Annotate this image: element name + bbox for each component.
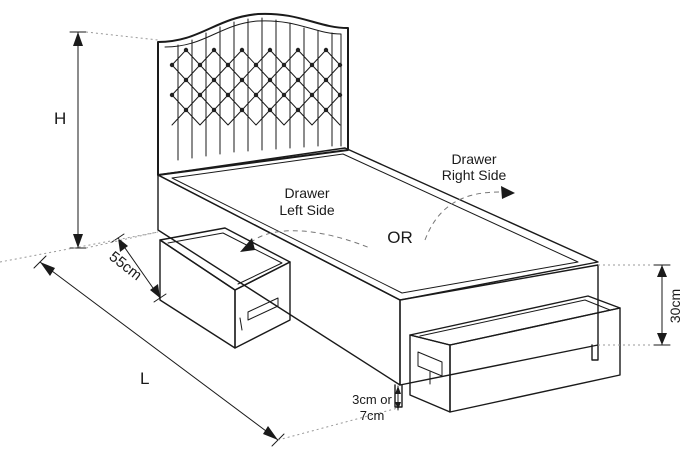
depth-label: 55cm <box>106 248 145 284</box>
drawer-left <box>159 227 291 349</box>
drawer-right <box>409 295 621 413</box>
height-label: H <box>54 109 66 128</box>
length-dimension <box>0 231 399 447</box>
height-dimension <box>69 31 159 249</box>
headboard <box>157 12 349 176</box>
drawer-right-label-line1: Drawer <box>451 151 496 167</box>
or-label: OR <box>387 228 413 247</box>
base-height-dimension <box>598 264 671 346</box>
leg-height-dimension <box>395 385 401 411</box>
length-label: L <box>140 369 149 388</box>
drawer-direction-arrows <box>240 186 515 252</box>
drawer-right-label-line2: Right Side <box>442 167 507 183</box>
leg-height-label-line2: 7cm <box>360 408 385 423</box>
drawer-left-label-line1: Drawer <box>284 185 329 201</box>
leg-height-label-line1: 3cm or <box>352 392 392 407</box>
base-height-label: 30cm <box>667 289 683 323</box>
bed-base <box>157 147 599 408</box>
drawer-left-label-line2: Left Side <box>279 202 334 218</box>
